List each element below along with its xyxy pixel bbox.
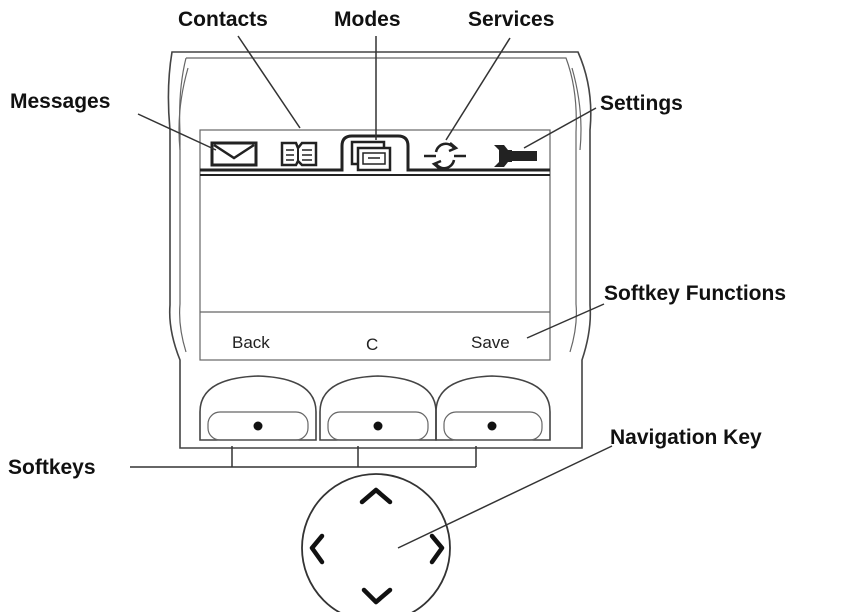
softkey-label-c: C [366,335,378,354]
nav-up-arrow-icon[interactable] [359,487,393,505]
tab-modes[interactable] [350,140,392,172]
callout-modes: Modes [334,8,401,31]
leader-services [445,37,511,141]
wrench-icon [494,145,537,167]
navigation-key[interactable] [301,473,451,612]
leader-navigation-key [397,445,613,549]
callout-softkeys: Softkeys [8,456,96,479]
envelope-icon [210,141,258,167]
leader-softkey-functions [526,303,605,339]
nav-right-arrow-icon[interactable] [429,533,445,565]
modes-cards-icon [350,140,392,172]
leader-messages [137,113,217,151]
tab-settings[interactable] [494,145,537,167]
services-arrows-icon [424,142,466,170]
callout-softkey-functions: Softkey Functions [604,282,786,305]
tab-messages[interactable] [210,141,258,167]
softkey-label-back: Back [232,333,270,352]
phone-screen [199,129,551,361]
leader-contacts [237,35,301,129]
softkey-right[interactable] [435,375,551,441]
callout-settings: Settings [600,92,683,115]
softkey-label-save: Save [471,333,510,352]
nav-left-arrow-icon[interactable] [309,533,325,565]
callout-navigation-key: Navigation Key [610,426,762,449]
tab-bar [200,134,550,176]
softkeys-leader [130,446,477,468]
softkey-center[interactable] [319,375,437,441]
callout-contacts: Contacts [178,8,268,31]
leader-settings [523,107,597,149]
callout-services: Services [468,8,554,31]
nav-down-arrow-icon[interactable] [361,587,393,605]
phone-body [167,51,592,449]
callout-messages: Messages [10,90,110,113]
tab-contacts[interactable] [280,141,318,167]
contacts-book-icon [280,141,318,167]
softkey-left[interactable] [199,375,317,441]
tab-services[interactable] [424,142,466,170]
